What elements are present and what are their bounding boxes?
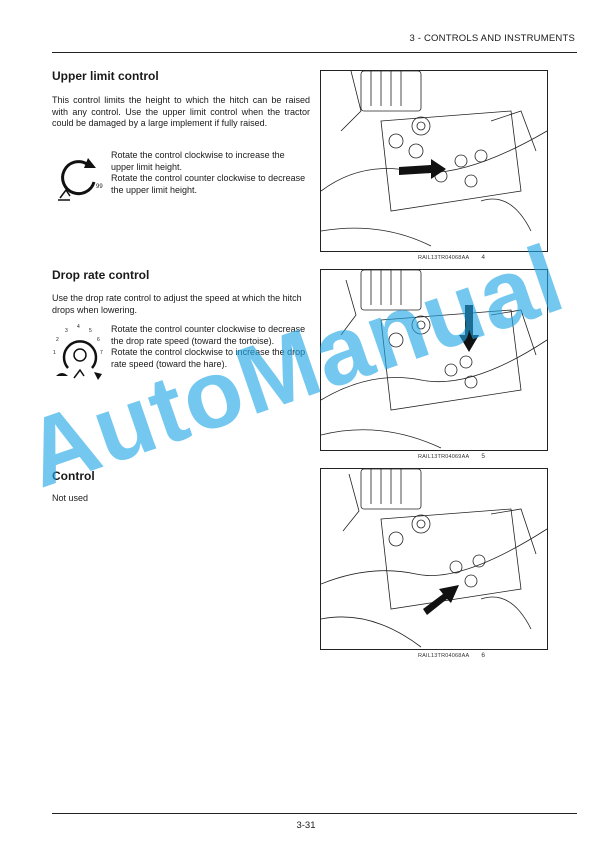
dial-number-1: 1 <box>53 350 56 356</box>
figure-4-number: 4 <box>481 254 486 261</box>
section-title-drop-rate: Drop rate control <box>52 268 150 282</box>
figure-4-caption: RAIL13TR04068AA 4 <box>418 254 485 261</box>
dial-number-3: 3 <box>65 328 68 334</box>
figure-6-illustration <box>320 468 548 650</box>
dial-number-6: 6 <box>97 337 100 343</box>
dial-number-4: 4 <box>77 324 80 330</box>
upper-limit-dial-value: 99 <box>96 184 103 190</box>
section-header: 3 - CONTROLS AND INSTRUMENTS <box>409 33 575 44</box>
upper-limit-dial-icon <box>52 150 108 206</box>
section-title-upper-limit: Upper limit control <box>52 69 159 83</box>
section-title-control: Control <box>52 469 95 483</box>
figure-4-illustration <box>320 70 548 252</box>
header-rule <box>52 52 577 53</box>
control-note: Not used <box>52 493 89 503</box>
drop-rate-instructions: Rotate the control counter clockwise to … <box>111 324 306 369</box>
footer-rule <box>52 813 577 814</box>
figure-5-code: RAIL13TR04069AA <box>418 454 470 460</box>
figure-4-code: RAIL13TR04068AA <box>418 255 470 261</box>
drop-rate-intro: Use the drop rate control to adjust the … <box>52 293 302 315</box>
figure-6-code: RAIL13TR04068AA <box>418 653 470 659</box>
dial-number-5: 5 <box>89 328 92 334</box>
dial-number-2: 2 <box>56 337 59 343</box>
figure-6-caption: RAIL13TR04068AA 6 <box>418 652 485 659</box>
figure-6-number: 6 <box>481 652 486 659</box>
drop-rate-dial-icon: 1 2 3 4 5 6 7 <box>52 322 108 384</box>
upper-limit-intro: This control limits the height to which … <box>52 95 310 128</box>
figure-5-illustration <box>320 269 548 451</box>
upper-limit-instructions: Rotate the control clockwise to increase… <box>111 150 306 195</box>
figure-5-caption: RAIL13TR04069AA 5 <box>418 453 485 460</box>
dial-number-7: 7 <box>100 350 103 356</box>
figure-5-number: 5 <box>481 453 486 460</box>
page-number: 3-31 <box>296 820 316 831</box>
